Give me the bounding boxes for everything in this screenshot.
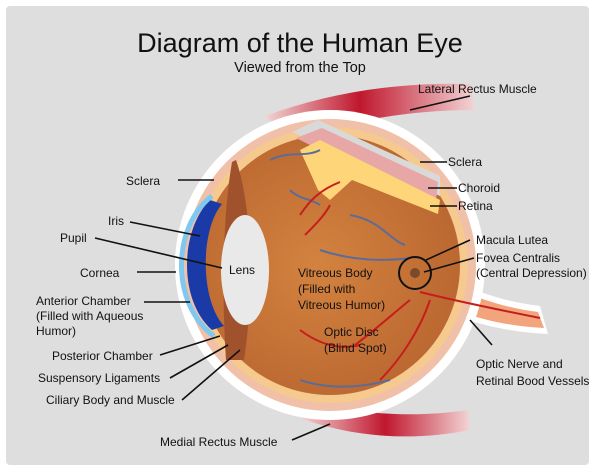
label-anterior-2: (Filled with Aqueous	[36, 309, 143, 323]
label-vitreous-2: (Filled with	[298, 282, 355, 296]
fovea-pit	[410, 268, 420, 278]
label-cornea: Cornea	[80, 266, 120, 280]
label-lateral-rectus: Lateral Rectus Muscle	[418, 82, 537, 96]
label-fovea-1: Fovea Centralis	[476, 251, 560, 265]
label-sclera-left: Sclera	[126, 174, 160, 188]
label-optic-disc-2: (Blind Spot)	[324, 341, 387, 355]
label-optic-disc-1: Optic Disc	[324, 325, 379, 339]
label-optic-nerve-2: Retinal Bood Vessels	[476, 374, 589, 388]
label-ciliary: Ciliary Body and Muscle	[46, 393, 175, 407]
label-anterior-3: Humor)	[36, 324, 76, 338]
label-pupil: Pupil	[60, 231, 87, 245]
diagram-title: Diagram of the Human Eye	[137, 28, 463, 58]
label-optic-nerve-1: Optic Nerve and	[476, 357, 563, 371]
label-lens: Lens	[229, 263, 255, 277]
label-fovea-2: (Central Depression)	[476, 266, 587, 280]
label-macula-lutea: Macula Lutea	[476, 233, 548, 247]
label-suspensory: Suspensory Ligaments	[38, 371, 160, 385]
label-choroid: Choroid	[458, 181, 500, 195]
leader-medial-rectus	[292, 424, 330, 440]
label-vitreous-3: Vitreous Humor)	[298, 298, 385, 312]
label-posterior-chamber: Posterior Chamber	[52, 349, 153, 363]
label-vitreous-1: Vitreous Body	[298, 266, 373, 280]
label-sclera-right: Sclera	[448, 155, 482, 169]
label-anterior-1: Anterior Chamber	[36, 294, 131, 308]
label-retina: Retina	[458, 199, 493, 213]
label-medial-rectus: Medial Rectus Muscle	[160, 435, 278, 449]
label-iris: Iris	[108, 214, 124, 228]
diagram-subtitle: Viewed from the Top	[234, 60, 366, 76]
